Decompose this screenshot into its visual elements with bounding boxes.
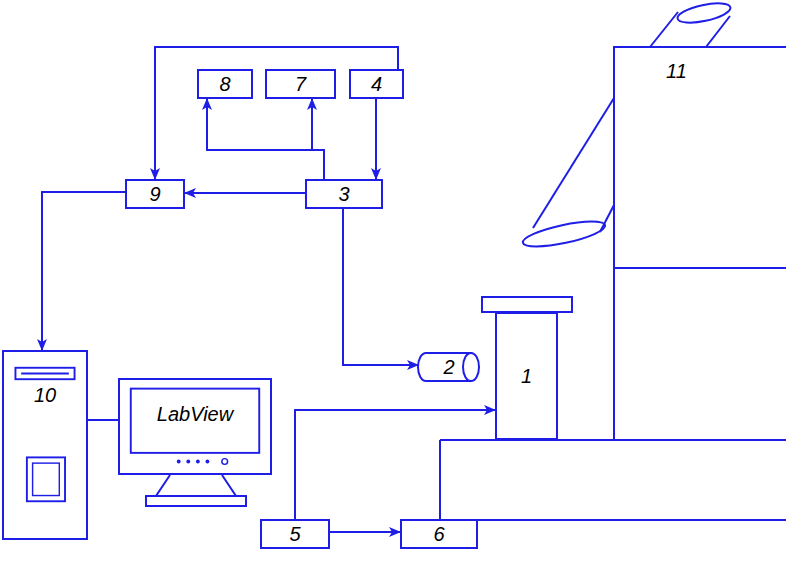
unit-box: 3 (305, 179, 383, 209)
callout-number: 9 (149, 183, 160, 205)
objective-lens (521, 216, 607, 251)
eyepiece-lens (676, 0, 732, 26)
computer-tower-outline (4, 352, 86, 538)
callout-number: 10 (34, 384, 56, 406)
unit-box: 9 (125, 179, 185, 209)
microscope-base (440, 440, 786, 520)
monitor-power (222, 459, 228, 465)
drive-bay (27, 457, 65, 501)
callout-number: 6 (433, 523, 444, 545)
unit-box: 6 (400, 519, 478, 549)
signal-connector (295, 410, 495, 519)
computer-monitor-outline (120, 380, 270, 473)
monitor-screen (131, 389, 259, 453)
cylinder-face (463, 353, 479, 381)
monitor-button (177, 460, 181, 464)
monitor-foot (146, 496, 246, 506)
signal-connector (312, 99, 324, 179)
microscope-column (613, 268, 615, 440)
monitor-button (206, 460, 210, 464)
callout-number: 3 (338, 183, 349, 205)
unit-box: 8 (197, 69, 253, 99)
signal-connector (42, 192, 125, 350)
microscope-body (614, 47, 786, 268)
callout-number: 5 (289, 523, 300, 545)
drive-bay-inner (33, 463, 60, 495)
eyepiece-tube (650, 12, 678, 47)
signal-connector (88, 419, 118, 421)
unit-box: 5 (260, 519, 330, 549)
unit-box: 4 (349, 69, 404, 99)
software-label: LabView (157, 403, 233, 425)
signal-connector (330, 531, 400, 533)
sample-cap (482, 297, 572, 312)
monitor-button (186, 460, 190, 464)
monitor-button (196, 460, 200, 464)
objective-tube (533, 98, 614, 228)
sensor-cylinder: 2 (418, 352, 480, 382)
drive-slot-line (21, 373, 69, 375)
callout-number: 11 (666, 60, 687, 82)
monitor-stand (156, 475, 236, 496)
drive-slot (15, 368, 74, 379)
unit-box: 7 (265, 69, 336, 99)
callout-number: 7 (295, 73, 306, 95)
callout-number: 2 (443, 356, 454, 378)
computer-tower: 10 (2, 350, 88, 540)
callout-number: 8 (219, 73, 230, 95)
objective-tube (600, 205, 614, 232)
sample-holder: 1 (495, 312, 558, 440)
signal-connector (343, 209, 418, 365)
computer-monitor: LabView (118, 378, 272, 475)
signal-connector (155, 47, 398, 179)
signal-connector (185, 192, 305, 194)
signal-connector (207, 99, 324, 179)
signal-connector (375, 99, 377, 179)
callout-number: 1 (521, 365, 532, 387)
callout-number: 4 (371, 73, 382, 95)
